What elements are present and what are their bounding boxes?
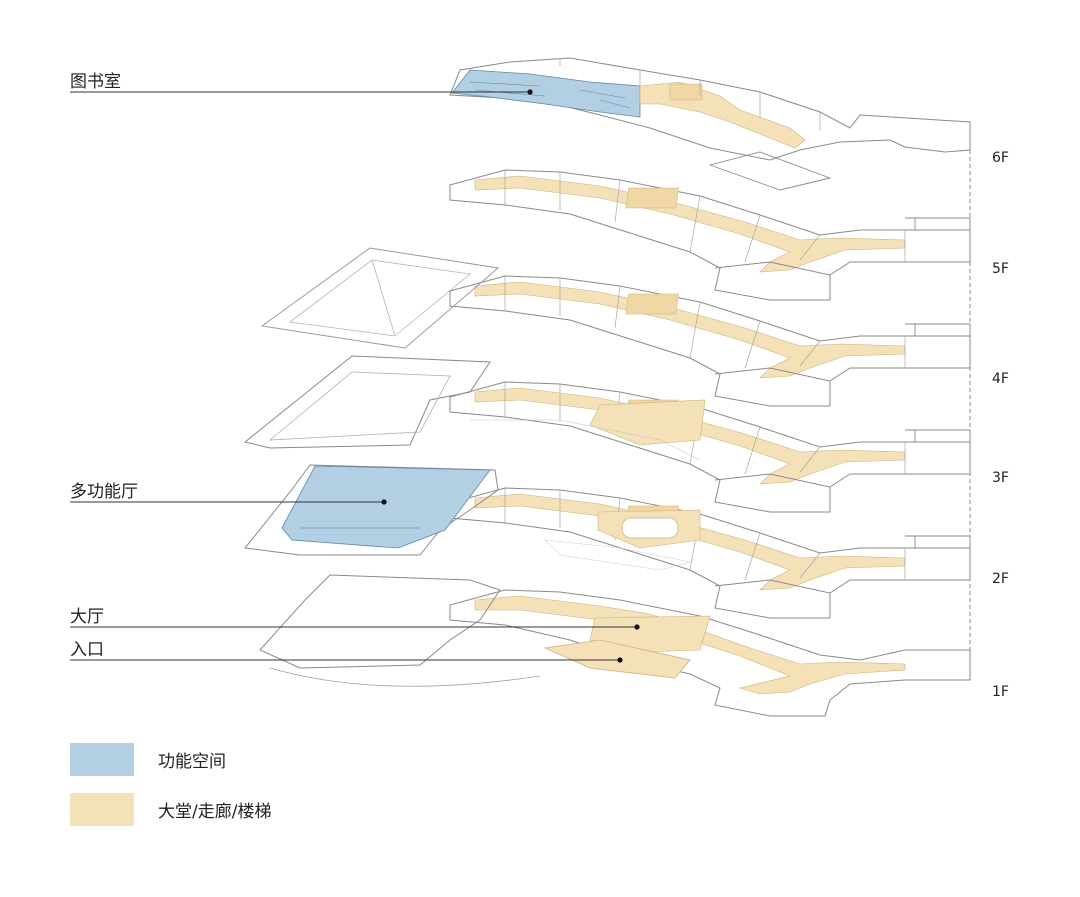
floor-label-4f: 4F bbox=[992, 371, 1009, 387]
legend-functional-swatch bbox=[70, 743, 134, 776]
callout-entrance-label: 入口 bbox=[70, 640, 104, 660]
floor-2f-plan bbox=[244, 464, 971, 619]
floor-4f-plan bbox=[260, 247, 971, 407]
floor-label-6f: 6F bbox=[992, 150, 1009, 166]
legend-functional-label: 功能空间 bbox=[158, 752, 226, 772]
floor-label-5f: 5F bbox=[992, 261, 1009, 277]
floor-label-2f: 2F bbox=[992, 571, 1009, 587]
callout-library-label: 图书室 bbox=[70, 72, 121, 92]
multipurpose-hall-zone bbox=[281, 465, 491, 549]
floor-label-3f: 3F bbox=[992, 470, 1009, 486]
callout-leaders bbox=[70, 89, 640, 663]
callout-multipurpose-label: 多功能厅 bbox=[70, 482, 138, 502]
floor-label-1f: 1F bbox=[992, 684, 1009, 700]
floor-3f-plan bbox=[243, 355, 971, 513]
floor-5f-plan bbox=[449, 169, 971, 301]
floor-1f-plan bbox=[259, 574, 971, 717]
callout-hall-label: 大厅 bbox=[70, 607, 104, 627]
legend-circulation-label: 大堂/走廊/楼梯 bbox=[158, 802, 272, 822]
floor-6f-plan bbox=[449, 57, 971, 191]
legend-circulation-swatch bbox=[70, 793, 134, 826]
library-zone bbox=[451, 69, 641, 118]
